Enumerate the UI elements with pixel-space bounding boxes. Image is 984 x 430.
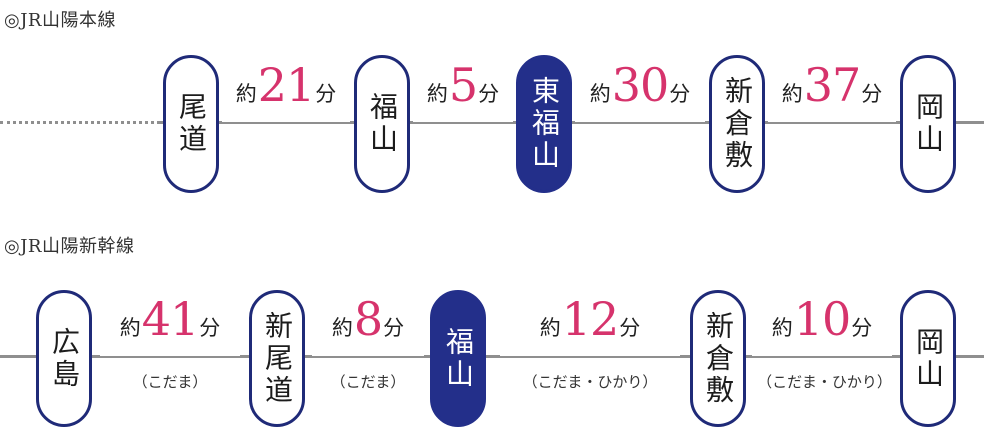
sanyo-station-higashi-fukuyama[interactable]: 東福山 <box>516 55 572 193</box>
station-name: 新倉敷 <box>721 76 754 172</box>
sanyo-station-shin-kurashiki[interactable]: 新倉敷 <box>709 55 765 193</box>
sanyo-line-label: ◎JR山陽本線 <box>4 10 116 31</box>
shinkansen-station-shin-onomichi[interactable]: 新尾道 <box>249 290 305 427</box>
time-suffix: 分 <box>478 82 500 106</box>
sanyo-line-track <box>160 121 984 124</box>
station-name: 福山 <box>442 326 475 391</box>
time-prefix: 約 <box>235 82 257 106</box>
time-minutes: 37 <box>803 58 862 112</box>
shinkansen-station-okayama[interactable]: 岡山 <box>900 290 956 427</box>
shinkansen-segment-note: （こだま・ひかり） <box>757 373 892 391</box>
station-name: 福山 <box>366 92 399 156</box>
station-name: 尾道 <box>175 92 208 156</box>
shinkansen-station-shin-kurashiki[interactable]: 新倉敷 <box>690 290 746 427</box>
station-name: 岡山 <box>912 326 945 391</box>
time-minutes: 8 <box>353 292 383 346</box>
sanyo-station-onomichi[interactable]: 尾道 <box>163 55 219 193</box>
time-prefix: 約 <box>771 316 793 340</box>
time-minutes: 10 <box>793 292 852 346</box>
sanyo-station-fukuyama[interactable]: 福山 <box>354 55 410 193</box>
time-prefix: 約 <box>589 82 611 106</box>
time-minutes: 21 <box>257 58 316 112</box>
time-suffix: 分 <box>619 316 641 340</box>
time-prefix: 約 <box>539 316 561 340</box>
time-suffix: 分 <box>669 82 691 106</box>
time-suffix: 分 <box>315 82 337 106</box>
time-suffix: 分 <box>851 316 873 340</box>
station-name: 新倉敷 <box>702 310 735 407</box>
time-suffix: 分 <box>383 316 405 340</box>
time-minutes: 12 <box>561 292 620 346</box>
shinkansen-track <box>0 355 984 358</box>
station-name: 岡山 <box>912 92 945 156</box>
time-minutes: 41 <box>141 292 200 346</box>
sanyo-line-dashed-extension <box>0 121 160 124</box>
time-prefix: 約 <box>331 316 353 340</box>
time-prefix: 約 <box>119 316 141 340</box>
shinkansen-segment-note: （こだま） <box>132 373 208 391</box>
time-suffix: 分 <box>199 316 221 340</box>
time-minutes: 30 <box>611 58 670 112</box>
station-name: 東福山 <box>528 76 561 172</box>
sanyo-station-okayama[interactable]: 岡山 <box>900 55 956 193</box>
time-minutes: 5 <box>448 58 478 112</box>
time-suffix: 分 <box>861 82 883 106</box>
station-name: 広島 <box>48 326 81 391</box>
shinkansen-station-fukuyama[interactable]: 福山 <box>430 290 486 427</box>
shinkansen-station-hiroshima[interactable]: 広島 <box>36 290 92 427</box>
shinkansen-segment-note: （こだま・ひかり） <box>522 373 658 391</box>
time-prefix: 約 <box>781 82 803 106</box>
station-name: 新尾道 <box>261 310 294 407</box>
time-prefix: 約 <box>426 82 448 106</box>
shinkansen-label: ◎JR山陽新幹線 <box>4 236 135 257</box>
shinkansen-segment-note: （こだま） <box>330 373 406 391</box>
